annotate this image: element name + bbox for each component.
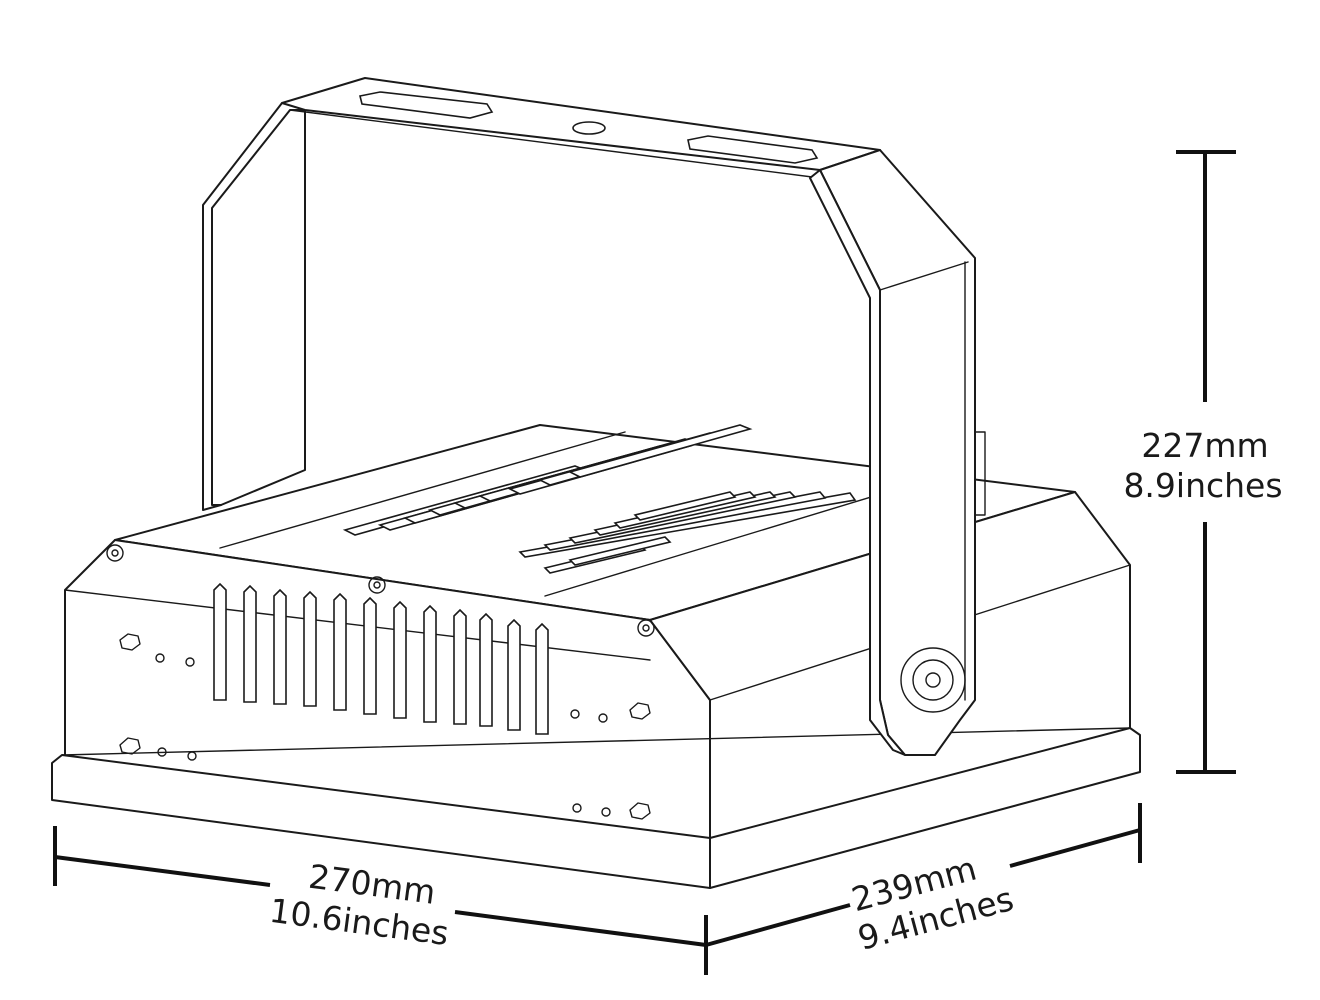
mounting-bracket [202,77,881,511]
bracket-slot-left [359,91,494,119]
front-vents [213,582,549,735]
dimension-height: 227mm 8.9inches [1123,150,1283,774]
height-inches-label: 8.9inches [1123,466,1282,505]
bracket-slot-right [687,135,819,164]
top-vents [342,424,857,574]
bracket-right-leg [809,149,986,756]
pivot-knob [900,647,966,713]
bracket-center-hole [572,121,606,135]
housing [51,424,1141,889]
height-mm-label: 227mm [1141,426,1268,465]
front-holes [119,633,651,820]
lens-frame-side [709,727,1141,889]
